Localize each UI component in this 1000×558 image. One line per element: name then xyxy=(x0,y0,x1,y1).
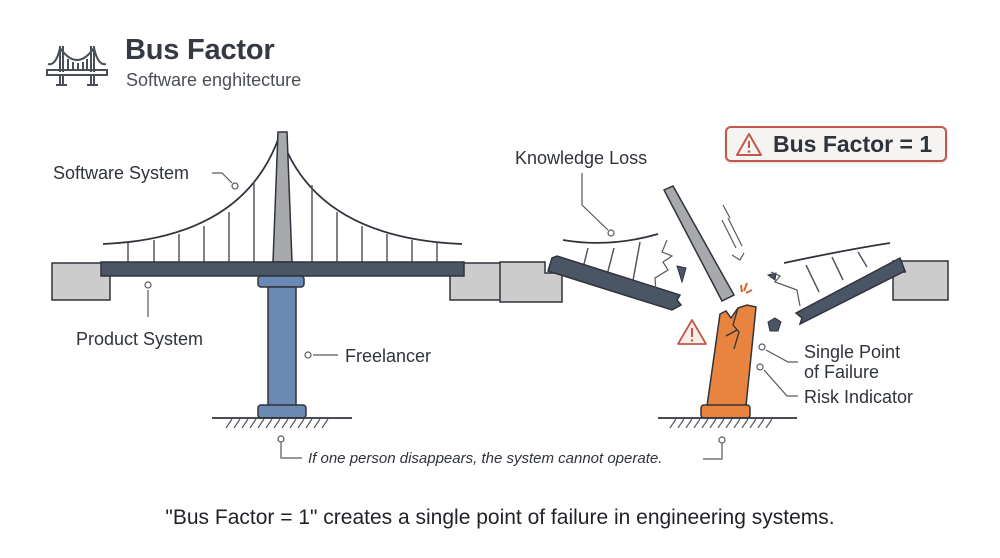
broken-pillar xyxy=(706,304,757,407)
ground-hatch xyxy=(225,418,329,429)
label-knowledge-loss: Knowledge Loss xyxy=(515,148,648,168)
impact-sparks xyxy=(740,282,753,294)
broken-deck-right xyxy=(794,256,906,326)
warning-triangle-icon xyxy=(736,133,762,156)
warning-triangle-icon xyxy=(677,319,707,345)
freelancer-pillar xyxy=(267,286,297,408)
footer-caption: "Bus Factor = 1" creates a single point … xyxy=(165,506,835,529)
debris xyxy=(676,265,687,284)
label-software-system: Software System xyxy=(53,163,190,183)
pillar-cap xyxy=(257,275,305,288)
note-text: If one person disappears, the system can… xyxy=(308,450,663,467)
label-product-system: Product System xyxy=(76,329,204,349)
label-single-point-line2: of Failure xyxy=(804,362,880,382)
bridge-icon xyxy=(46,45,108,86)
page-subtitle: Software enghitecture xyxy=(126,70,302,90)
label-freelancer: Freelancer xyxy=(345,346,432,366)
tower xyxy=(272,131,293,263)
bridge-deck xyxy=(100,261,465,277)
label-single-point-of-failure: Single Point of Failure xyxy=(804,342,900,382)
note-connectors xyxy=(277,435,726,460)
intact-bridge xyxy=(51,131,509,429)
falling-tower xyxy=(662,185,736,303)
pillar-base xyxy=(257,404,307,419)
label-risk-indicator: Risk Indicator xyxy=(804,387,914,407)
collapsed-bridge xyxy=(499,173,949,429)
hanger-cables xyxy=(127,182,438,262)
broken-deck-left xyxy=(547,255,683,311)
broken-pillar-base xyxy=(700,404,751,419)
badge-text: Bus Factor = 1 xyxy=(773,131,933,157)
left-abutment xyxy=(51,262,111,301)
label-single-point-line1: Single Point xyxy=(804,342,901,362)
page-title: Bus Factor xyxy=(125,34,275,66)
bus-factor-badge: Bus Factor = 1 xyxy=(725,126,947,162)
